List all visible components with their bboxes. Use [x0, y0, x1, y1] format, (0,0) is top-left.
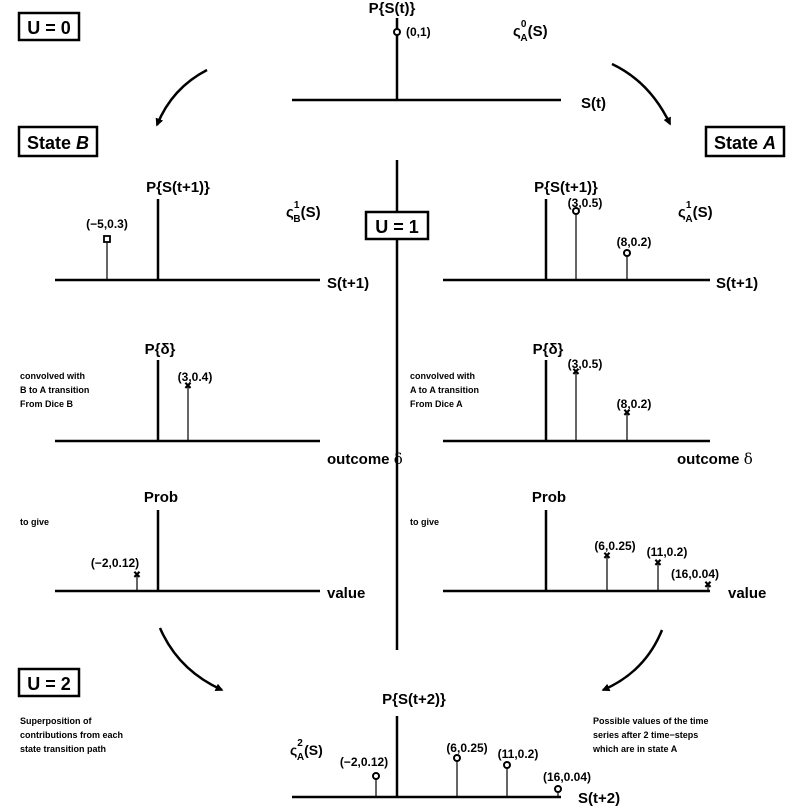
state-a-box: State A — [704, 125, 786, 158]
bottom-point-label-1: (−2,0.12) — [340, 755, 388, 769]
plot-row3-right: ✖ ✖ ✖ (6,0.25) (11,0.2) (16,0.04) Prob v… — [410, 489, 766, 602]
bottom-note-right: Possible values of the time series after… — [592, 716, 711, 754]
u2-box: U = 2 — [17, 667, 81, 698]
state-b-box: State B — [17, 125, 99, 158]
arrow-left-to-result — [158, 627, 224, 692]
row2-left-x-label: outcome δ — [327, 450, 403, 468]
bottom-point-label-3: (11,0.2) — [498, 747, 539, 761]
row3-right-cross-marker-3: ✖ — [704, 580, 712, 591]
plot-row2-left: ✖ (3,0.4) P{δ} outcome δ convolved with … — [20, 341, 403, 468]
plot-bottom: (−2,0.12) (6,0.25) (11,0.2) (16,0.04) P{… — [20, 691, 711, 806]
row1-right-point-label-1: (3,0.5) — [568, 196, 603, 210]
arrow-to-state-a — [611, 62, 672, 126]
row1-left-square-marker — [103, 235, 111, 243]
row2-left-y-label: P{δ} — [145, 341, 176, 358]
row1-right-circle-marker-2 — [623, 249, 631, 257]
row2-left-point-label: (3,0.4) — [178, 370, 213, 384]
state-a-label: State A — [714, 133, 776, 153]
state-b-label: State B — [27, 133, 89, 153]
row3-left-y-label: Prob — [144, 489, 178, 506]
top-x-label: S(t) — [581, 95, 606, 112]
u1-box: U = 1 — [364, 210, 430, 241]
u2-label: U = 2 — [27, 674, 71, 694]
row1-left-point-label: (−5,0.3) — [86, 217, 128, 231]
bottom-point-label-2: (6,0.25) — [446, 741, 487, 755]
row3-right-x-label: value — [728, 585, 766, 602]
u0-box: U = 0 — [17, 11, 81, 42]
row3-left-cross-marker: ✖ — [133, 570, 141, 581]
row3-right-y-label: Prob — [532, 489, 566, 506]
bottom-circle-marker-2 — [453, 754, 461, 762]
row2-left-cross-marker: ✖ — [184, 381, 192, 392]
row1-left-y-label: P{S(t+1)} — [146, 179, 210, 196]
row2-right-cross-marker-2: ✖ — [623, 408, 631, 419]
row3-left-point-label: (−2,0.12) — [91, 556, 139, 570]
row3-right-cross-marker-1: ✖ — [603, 551, 611, 562]
plot-row3-left: ✖ (−2,0.12) Prob value to give — [20, 489, 365, 602]
row2-left-note: convolved with B to A transition From Di… — [20, 371, 92, 409]
row2-right-point-label-1: (3,0.5) — [568, 357, 603, 371]
top-y-label: P{S(t)} — [369, 0, 416, 17]
row3-right-note: to give — [410, 517, 439, 527]
u0-label: U = 0 — [27, 18, 71, 38]
row1-right-circle-marker-1 — [572, 207, 580, 215]
row1-right-y-label: P{S(t+1)} — [534, 179, 598, 196]
row3-right-cross-marker-2: ✖ — [654, 558, 662, 569]
row1-right-x-label: S(t+1) — [716, 275, 758, 292]
arrow-to-state-b — [155, 68, 208, 127]
arrow-right-to-result — [601, 629, 664, 692]
row2-right-y-label: P{δ} — [533, 341, 564, 358]
bottom-point-label-4: (16,0.04) — [543, 770, 591, 784]
row2-right-note: convolved with A to A transition From Di… — [410, 371, 482, 409]
bottom-circle-marker-3 — [503, 761, 511, 769]
row3-right-point-label-3: (16,0.04) — [671, 567, 719, 581]
plot-row2-right: ✖ ✖ (3,0.5) (8,0.2) P{δ} outcome δ convo… — [410, 341, 753, 468]
row2-right-point-label-2: (8,0.2) — [617, 397, 652, 411]
row1-left-x-label: S(t+1) — [327, 275, 369, 292]
bottom-note-left: Superposition of contributions from each… — [20, 716, 126, 754]
row3-right-point-label-1: (6,0.25) — [594, 539, 635, 553]
row2-right-cross-marker-1: ✖ — [572, 367, 580, 378]
row1-right-point-label-2: (8,0.2) — [617, 235, 652, 249]
bottom-x-label: S(t+2) — [578, 790, 620, 806]
u1-label: U = 1 — [375, 217, 419, 237]
bottom-circle-marker-1 — [372, 772, 380, 780]
top-point-label: (0,1) — [406, 25, 431, 39]
row3-left-note: to give — [20, 517, 49, 527]
top-point-marker — [393, 28, 401, 36]
bottom-circle-marker-4 — [554, 785, 562, 793]
row3-left-x-label: value — [327, 585, 365, 602]
bottom-y-label: P{S(t+2)} — [382, 691, 446, 708]
row2-right-x-label: outcome δ — [677, 450, 753, 468]
row3-right-point-label-2: (11,0.2) — [647, 545, 688, 559]
